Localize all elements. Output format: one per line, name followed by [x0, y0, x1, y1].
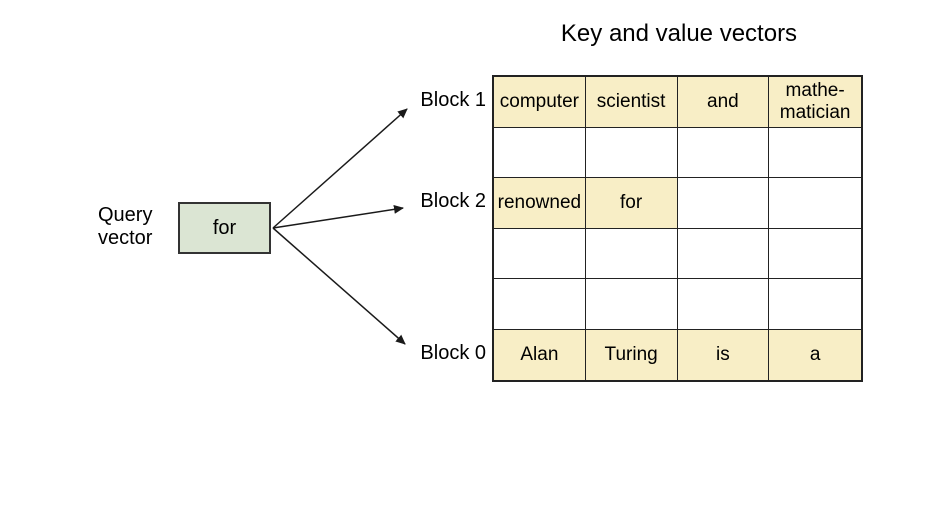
table-cell — [677, 228, 770, 279]
table-cell — [769, 178, 861, 229]
table-cell: and — [677, 77, 770, 128]
table-cell — [677, 127, 770, 178]
table-cell: Alan — [494, 329, 586, 380]
table-cell: mathe-matician — [769, 77, 861, 128]
table-cell — [769, 279, 861, 330]
table-cell: renowned — [494, 178, 586, 229]
table-cell: scientist — [585, 77, 678, 128]
query-vector-box: for — [178, 202, 271, 254]
table-cell — [677, 178, 770, 229]
query-vector-caption: Query vector — [98, 204, 152, 250]
diagram-title: Key and value vectors — [560, 20, 798, 47]
table-cell: Turing — [585, 329, 678, 380]
table-cell: is — [677, 329, 770, 380]
table-cell: a — [769, 329, 861, 380]
query-vector-value: for — [212, 216, 237, 239]
block-1-label: Block 1 — [420, 89, 486, 111]
table-cell — [585, 279, 678, 330]
query-vector-caption-line2: vector — [98, 227, 153, 249]
arrow-to-block-1-icon — [272, 108, 408, 229]
block-2-label: Block 2 — [420, 190, 486, 212]
table-cell: for — [585, 178, 678, 229]
arrow-to-block-2-icon — [272, 204, 404, 229]
block-0-label: Block 0 — [420, 342, 486, 364]
table-cell — [585, 127, 678, 178]
table-cell — [494, 228, 586, 279]
table-cell — [769, 228, 861, 279]
table-cell — [494, 279, 586, 330]
table-cell: computer — [494, 77, 586, 128]
table-cell — [585, 228, 678, 279]
query-vector-caption-line1: Query — [98, 204, 153, 226]
arrow-to-block-0-icon — [272, 227, 406, 345]
table-cell — [677, 279, 770, 330]
table-cell — [494, 127, 586, 178]
table-cell — [769, 127, 861, 178]
